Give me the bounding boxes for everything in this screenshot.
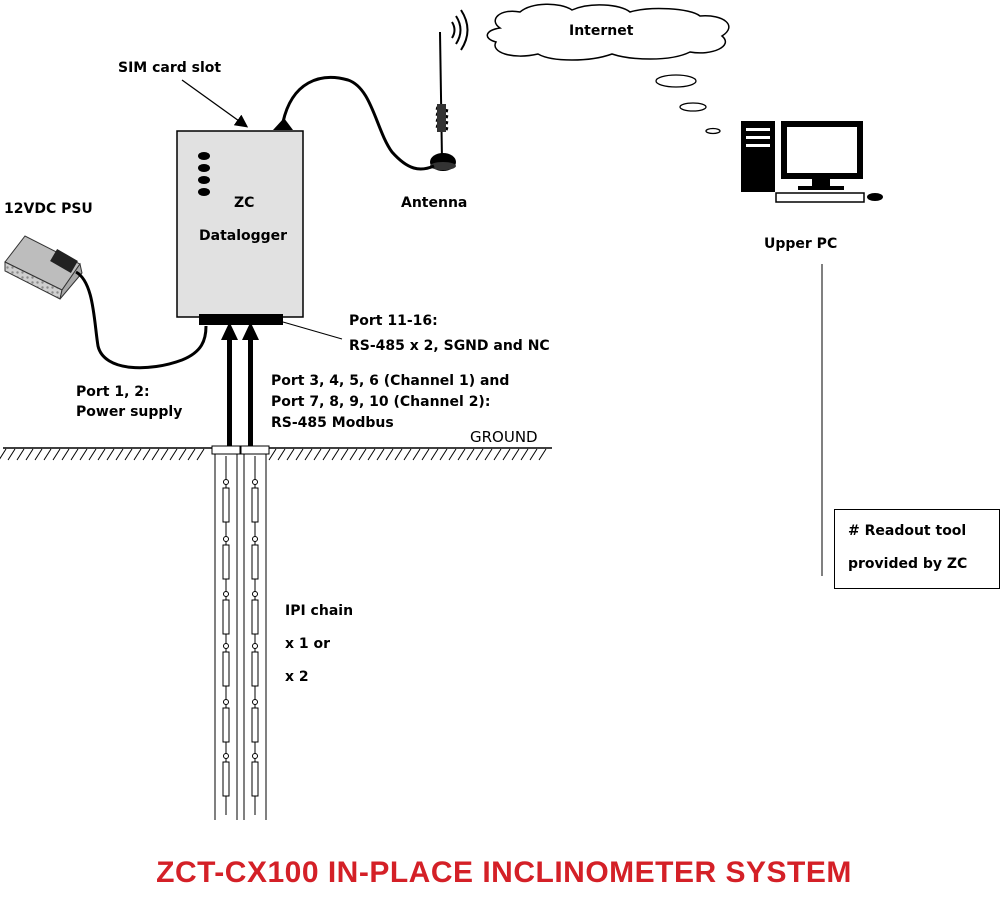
status-leds	[198, 152, 210, 196]
port-3-10-line3: RS-485 Modbus	[271, 415, 394, 431]
psu-label: 12VDC PSU	[4, 201, 93, 217]
diagram-title: ZCT-CX100 IN-PLACE INCLINOMETER SYSTEM	[156, 856, 852, 889]
ground-label: GROUND	[470, 428, 538, 446]
ground-hatch	[0, 448, 547, 461]
power-cable	[75, 270, 208, 370]
ipi-chain-1	[222, 456, 230, 815]
internet-label: Internet	[569, 23, 634, 39]
cloud-bubbles	[655, 74, 721, 135]
cloud-icon	[486, 3, 730, 61]
port-1-2-line2: Power supply	[76, 404, 183, 420]
ipi-chain-line2: x 1 or	[285, 636, 331, 652]
terminal-block	[199, 314, 283, 325]
computer-icon	[741, 121, 883, 203]
port-3-10-line2: Port 7, 8, 9, 10 (Channel 2):	[271, 394, 491, 410]
sim-slot-arrow	[181, 79, 249, 128]
zc-label: ZC	[234, 195, 255, 211]
port-1-2-line1: Port 1, 2:	[76, 384, 150, 400]
port-11-16-leader	[282, 321, 343, 340]
ipi-chain-line1: IPI chain	[285, 603, 354, 619]
readout-line1: # Readout tool	[848, 523, 967, 539]
port-11-16-line2: RS-485 x 2, SGND and NC	[349, 338, 550, 354]
power-supply-icon	[4, 235, 83, 300]
antenna-icon	[430, 9, 469, 171]
antenna-cable	[281, 75, 435, 171]
datalogger-label: Datalogger	[199, 228, 288, 244]
readout-line2: provided by ZC	[848, 556, 968, 572]
datalogger-box	[176, 130, 304, 318]
sim-slot-label: SIM card slot	[118, 60, 222, 76]
upper-pc-label: Upper PC	[764, 236, 838, 252]
antenna-label: Antenna	[401, 195, 468, 211]
readout-tool-box: # Readout tool provided by ZC	[834, 509, 1000, 589]
antenna-connector	[273, 118, 293, 130]
port-11-16-line1: Port 11-16:	[349, 313, 438, 329]
port-3-10-line1: Port 3, 4, 5, 6 (Channel 1) and	[271, 373, 510, 389]
signal-cables	[221, 322, 259, 448]
borehole-casings	[211, 445, 270, 820]
ipi-chain-line3: x 2	[285, 669, 309, 685]
ipi-chain-2	[251, 456, 259, 815]
